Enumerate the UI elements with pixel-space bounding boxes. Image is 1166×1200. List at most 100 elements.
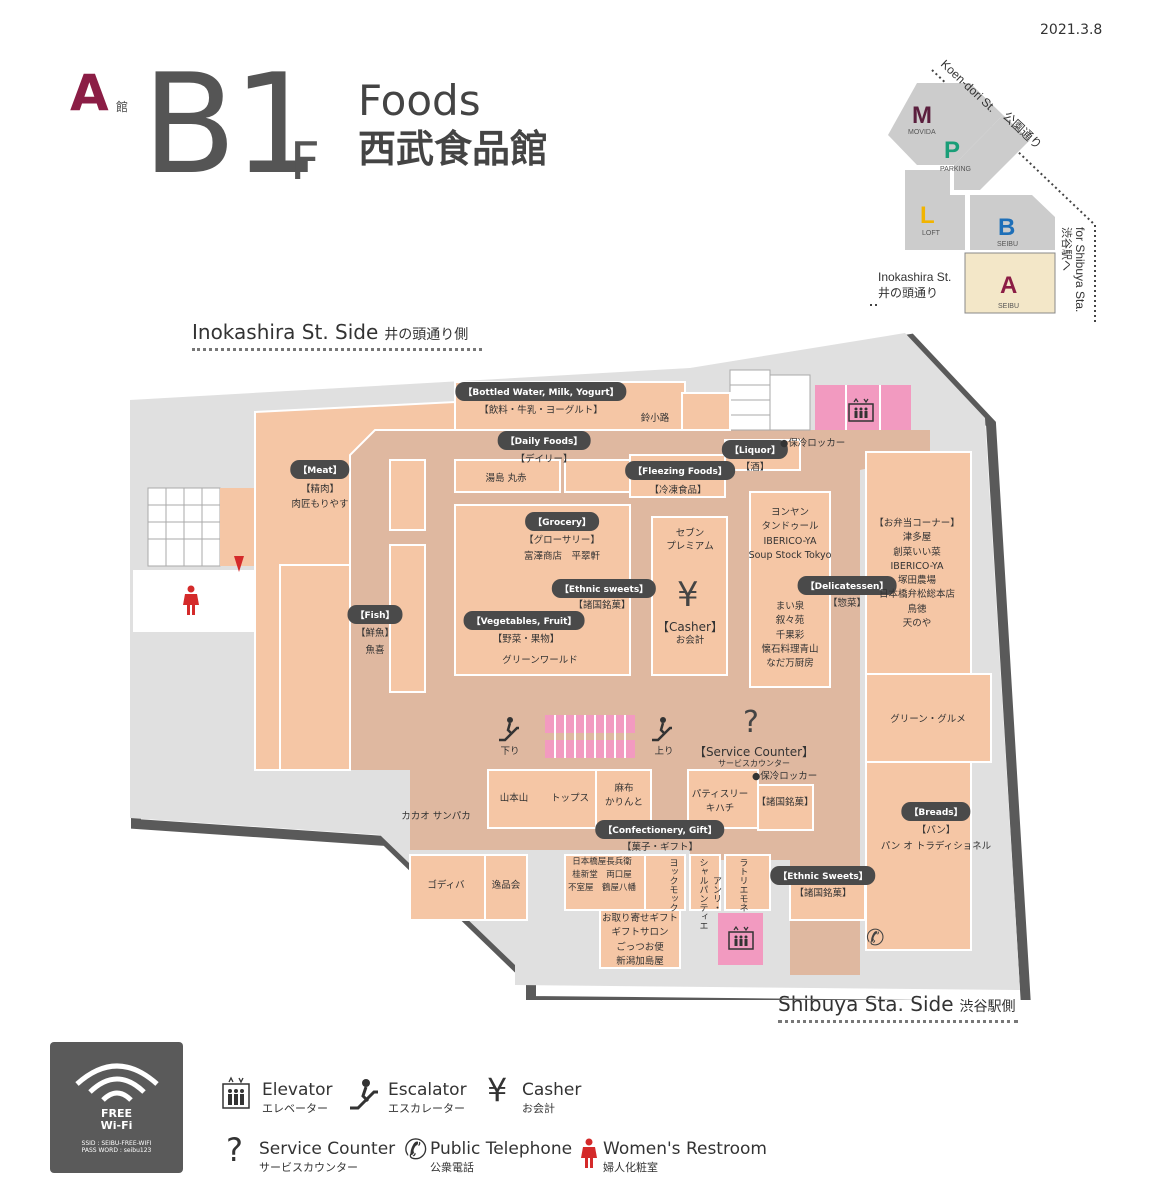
svg-text:井の頭通り: 井の頭通り [878,286,938,300]
label-frozen-jp: 【冷凍食品】 [649,485,707,496]
legend-telephone-icon: ✆ [404,1133,428,1166]
map-date: 2021.3.8 [1040,22,1103,38]
label-service-en[interactable]: 【Service Counter】 [693,745,815,759]
key-map-streets [870,69,1096,323]
godiva-shop [409,854,486,921]
tag-ethnic-sweets-1[interactable]: 【Ethnic sweets】 [551,579,657,598]
yushima-shop [454,459,561,493]
label-cold-locker: ●保冷ロッカー [780,438,846,449]
label-meat-shop: 肉匠もりやす [291,499,349,510]
label-azabu: 麻布 かりんと [604,783,644,809]
label-breads-jp: 【パン】 [916,825,956,836]
tag-fish[interactable]: 【Fish】 [347,605,403,624]
tag-confectionery[interactable]: 【Confectionery, Gift】 [595,820,725,839]
label-patisserie: パティスリー キハチ [691,789,749,815]
svg-text:L: L [920,202,935,229]
label-casher-jp: お会計 [675,635,705,646]
legend-casher-icon: ¥ [487,1071,508,1109]
building-letter: A [70,64,109,122]
label-liquor-jp: 【酒】 [740,462,770,473]
legend-service-counter-icon: ? [226,1131,243,1169]
label-service-jp: サービスカウンター [718,759,790,768]
label-yokku: ヨックモック [667,858,678,912]
svg-text:LOFT: LOFT [922,230,941,237]
svg-text:SEIBU: SEIBU [998,303,1019,310]
legend-elevator-icon [222,1076,250,1109]
label-veg-jp: 【野菜・果物】 [492,634,560,645]
floor-title-jp: 西武食品館 [358,127,549,171]
label-green-gourmet: グリーン・グルメ [890,714,966,725]
svg-text:渋谷駅へ: 渋谷駅へ [1060,227,1073,271]
label-cold-locker-2: ●保冷ロッカー [752,771,818,782]
label-daily-jp: 【デイリー】 [515,454,573,465]
breads-shop [865,761,972,951]
label-premium: プレミアム [666,541,714,552]
label-henri: アンリ・ シャルパンティエ [697,858,722,930]
floor-title-en: Foods [358,76,481,125]
tag-bottled[interactable]: 【Bottled Water, Milk, Yogurt】 [455,382,627,401]
tag-delicatessen[interactable]: 【Delicatessen】 [797,576,897,595]
label-grocery-shops: 富澤商店 平翠軒 [523,551,601,562]
tag-breads[interactable]: 【Breads】 [901,802,971,821]
label-gift: お取り寄せギフト ギフトサロン ごっつお便 新潟加島屋 [601,913,679,967]
green-gourmet-shop [865,673,992,763]
escalator-icon [499,717,519,742]
label-down: 下り [500,746,520,757]
casher-icon: ¥ [677,575,699,615]
legend-escalator-icon [350,1079,378,1110]
fish-shop [279,564,351,771]
restroom-icon [183,585,199,615]
svg-text:MOVIDA: MOVIDA [908,129,936,136]
label-godiva: ゴディバ [427,880,465,891]
wifi-icon [74,1063,159,1102]
label-casher-en: 【Casher】 [657,620,723,634]
label-shokoku: 【諸国銘菓】 [756,797,814,808]
tag-grocery[interactable]: 【Grocery】 [525,512,599,531]
service-counter-icon: ? [743,705,759,740]
escalator-left [545,715,635,733]
label-seven: セブン [675,528,705,539]
gift-shop [599,909,681,969]
escalator-right [545,740,635,758]
label-yushima: 湯島 丸赤 [485,473,527,484]
label-yoshinkai: 逸品会 [491,880,521,891]
svg-text:B: B [998,214,1015,241]
label-wagashi: 日本橋屋長兵衛 桂新堂 両口屋 不室屋 鶴屋八幡 [567,857,637,893]
label-topps: トップス [550,793,590,804]
label-fish-jp: 【鮮魚】 [355,628,395,639]
tag-meat[interactable]: 【Meat】 [290,460,350,479]
tag-vegetables[interactable]: 【Vegetables, Fruit】 [463,611,585,630]
key-street-shibuya: for Shibuya Sta. [1073,227,1087,312]
tag-daily[interactable]: 【Daily Foods】 [497,431,591,450]
label-bottled-jp: 【飲料・牛乳・ヨーグルト】 [479,405,603,416]
key-building-b [970,195,1055,250]
key-building-movida [888,83,1003,165]
svg-text:SEIBU: SEIBU [997,241,1018,248]
label-bento: 【お弁当コーナー】 津多屋 創菜いい菜 IBERICO-YA 塚田農場 日本橋弁… [874,518,960,629]
label-latrie: ラトリエモネ [737,858,748,912]
legend-restroom-icon [581,1138,597,1168]
elevator-top [815,385,911,430]
yamamotoyama-shop [487,769,597,829]
label-cacao: カカオ サンパカ [401,811,471,822]
label-grocery-jp: 【グローサリー】 [524,535,600,546]
telephone-icon: ✆ [866,926,885,951]
label-deli-jp: 【惣菜】 [827,598,867,609]
svg-text:P: P [944,137,960,164]
label-yamamotoyama: 山本山 [499,793,529,804]
ethnic2-shop [789,879,866,921]
label-up: 上り [654,746,674,757]
tag-freezing[interactable]: 【Fleezing Foods】 [625,461,735,480]
key-map: M MOVIDA P PARKING L LOFT B SEIBU A SEIB… [870,57,1096,323]
key-letter-m: M [912,102,932,129]
tag-ethnic-sweets-2[interactable]: 【Ethnic Sweets】 [770,866,876,885]
key-building-loft [905,170,965,250]
floor-number: B1 [142,44,320,205]
tag-liquor[interactable]: 【Liquor】 [721,440,789,459]
left-shop-strip [220,488,255,566]
